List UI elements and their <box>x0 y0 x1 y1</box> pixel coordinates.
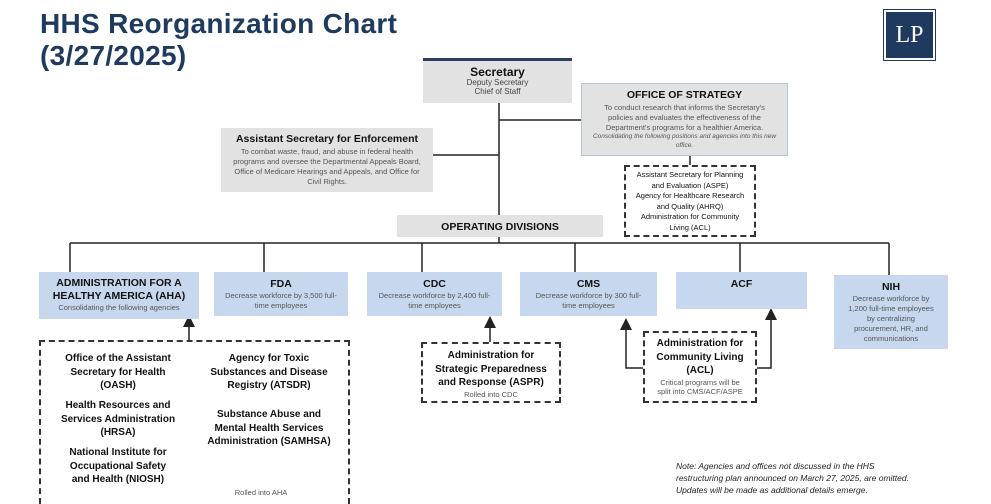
acl-title3: (ACL) <box>686 365 714 376</box>
atsdr-line3: Registry (ATSDR) <box>227 380 311 391</box>
cms-box: CMS Decrease workforce by 300 full- time… <box>520 272 657 316</box>
footnote-line3: Updates will be made as additional detai… <box>676 485 868 495</box>
rolled-into-aha: Rolled into AHA <box>234 488 288 497</box>
acl-note1: Critical programs will be <box>660 377 740 387</box>
title-line1: HHS Reorganization Chart <box>40 8 398 39</box>
samhsa-line1: Substance Abuse and <box>216 409 322 420</box>
cdc-box: CDC Decrease workforce by 2,400 full- ti… <box>367 272 502 316</box>
nih-box: NIH Decrease workforce by 1,200 full-tim… <box>834 275 948 349</box>
operating-divisions-box: OPERATING DIVISIONS <box>397 215 603 237</box>
aha-title1: ADMINISTRATION FOR A <box>56 277 182 289</box>
hrsa-line2: Services Administration <box>60 413 176 425</box>
niosh-item: National Institute for Occupational Safe… <box>53 446 183 487</box>
cms-desc1: Decrease workforce by 300 full- <box>535 291 642 300</box>
aspr-line1: Administration for <box>447 350 535 361</box>
acl-line1: Administration for Community <box>640 212 740 221</box>
lp-logo: LP <box>883 9 936 61</box>
acl-title2: Community Living <box>656 351 744 363</box>
strategy-agencies-box: Assistant Secretary for Planning and Eva… <box>624 165 756 237</box>
cms-title: CMS <box>576 278 601 290</box>
aha-title2: HEALTHY AMERICA (AHA) <box>52 290 186 302</box>
footnote: Note: Agencies and offices not discussed… <box>676 460 986 496</box>
enforcement-box: Assistant Secretary for Enforcement To c… <box>221 128 433 192</box>
strategy-title: OFFICE OF STRATEGY <box>626 89 743 101</box>
nih-desc1: Decrease workforce by <box>852 294 930 303</box>
nih-desc4: procurement, HR, and <box>854 324 928 333</box>
title-line2: (3/27/2025) <box>40 40 187 71</box>
ahrq-line1: Agency for Healthcare Research <box>635 191 745 200</box>
rolled-into-cdc: Rolled into CDC <box>464 389 518 399</box>
nih-desc2: 1,200 full-time employees <box>848 304 934 313</box>
atsdr-line2: Substances and Disease <box>210 366 328 378</box>
fda-desc1: Decrease workforce by 3,500 full- <box>225 291 337 300</box>
acl-box: Administration for Community Living (ACL… <box>643 331 757 403</box>
nih-desc5: communications <box>863 334 919 343</box>
oash-line3: (OASH) <box>100 380 136 391</box>
aha-box: ADMINISTRATION FOR A HEALTHY AMERICA (AH… <box>39 272 199 319</box>
oash-line2: Secretary for Health <box>70 366 166 378</box>
cdc-title: CDC <box>423 278 446 290</box>
hrsa-line1: Health Resources and <box>65 400 171 411</box>
aspe-line2: and Evaluation (ASPE) <box>651 180 729 190</box>
aspr-box: Administration for Strategic Preparednes… <box>421 342 561 403</box>
aha-agencies-box: Office of the Assistant Secretary for He… <box>39 340 350 504</box>
aspr-line2: Strategic Preparedness <box>435 363 547 375</box>
niosh-line1: National Institute for <box>69 447 167 458</box>
page-title: HHS Reorganization Chart (3/27/2025) <box>40 8 397 72</box>
fda-title: FDA <box>270 278 292 290</box>
deputy-secretary: Deputy Secretary <box>466 78 529 87</box>
cdc-desc2: time employees <box>408 301 461 310</box>
niosh-line3: and Health (NIOSH) <box>71 474 165 485</box>
cms-desc2: time employees <box>562 301 615 310</box>
acf-box: ACF <box>676 272 807 309</box>
samhsa-line2: Mental Health Services <box>214 422 324 434</box>
enforcement-desc: To combat waste, fraud, and abuse in fed… <box>233 147 421 186</box>
operating-divisions-label: OPERATING DIVISIONS <box>441 221 559 233</box>
strategy-note: Consolidating the following positions an… <box>592 133 777 149</box>
footnote-line1: Note: Agencies and offices not discussed… <box>676 461 875 471</box>
ahrq-line2: and Quality (AHRQ) <box>656 201 724 211</box>
fda-desc2: time employees <box>254 301 308 310</box>
strategy-desc: To conduct research that informs the Sec… <box>604 103 765 132</box>
samhsa-line3: Administration (SAMHSA) <box>207 436 331 447</box>
fda-box: FDA Decrease workforce by 3,500 full- ti… <box>214 272 348 316</box>
samhsa-item: Substance Abuse and Mental Health Servic… <box>195 408 343 449</box>
aspe-line1: Assistant Secretary for Planning <box>636 170 744 179</box>
chief-of-staff: Chief of Staff <box>474 87 521 96</box>
enforcement-title: Assistant Secretary for Enforcement <box>235 133 419 145</box>
aspr-line3: and Response (ASPR) <box>438 377 544 388</box>
acl-to-acf-arrow <box>757 308 777 369</box>
office-of-strategy-box: OFFICE OF STRATEGY To conduct research t… <box>581 83 788 156</box>
acl-title1: Administration for <box>656 338 744 349</box>
cdc-desc1: Decrease workforce by 2,400 full- <box>378 291 491 300</box>
acf-title: ACF <box>730 278 753 290</box>
hrsa-line3: (HRSA) <box>100 427 136 438</box>
secretary-title: Secretary <box>470 65 525 79</box>
acl-note2: split into CMS/ACF/ASPE <box>657 386 743 396</box>
secretary-box: Secretary Deputy Secretary Chief of Staf… <box>423 58 572 103</box>
atsdr-item: Agency for Toxic Substances and Disease … <box>199 352 339 393</box>
hrsa-item: Health Resources and Services Administra… <box>53 399 183 440</box>
atsdr-line1: Agency for Toxic <box>228 353 310 364</box>
aha-desc: Consolidating the following agencies <box>58 303 180 312</box>
nih-title: NIH <box>881 281 901 293</box>
acl-to-cms-arrow <box>620 318 643 369</box>
footnote-line2: restructuring plan announced on March 27… <box>676 473 909 483</box>
acl-line2: Living (ACL) <box>669 222 711 232</box>
oash-line1: Office of the Assistant <box>65 353 171 364</box>
nih-desc3: by centralizing <box>867 314 915 323</box>
oash-item: Office of the Assistant Secretary for He… <box>53 352 183 393</box>
niosh-line2: Occupational Safety <box>69 460 167 472</box>
